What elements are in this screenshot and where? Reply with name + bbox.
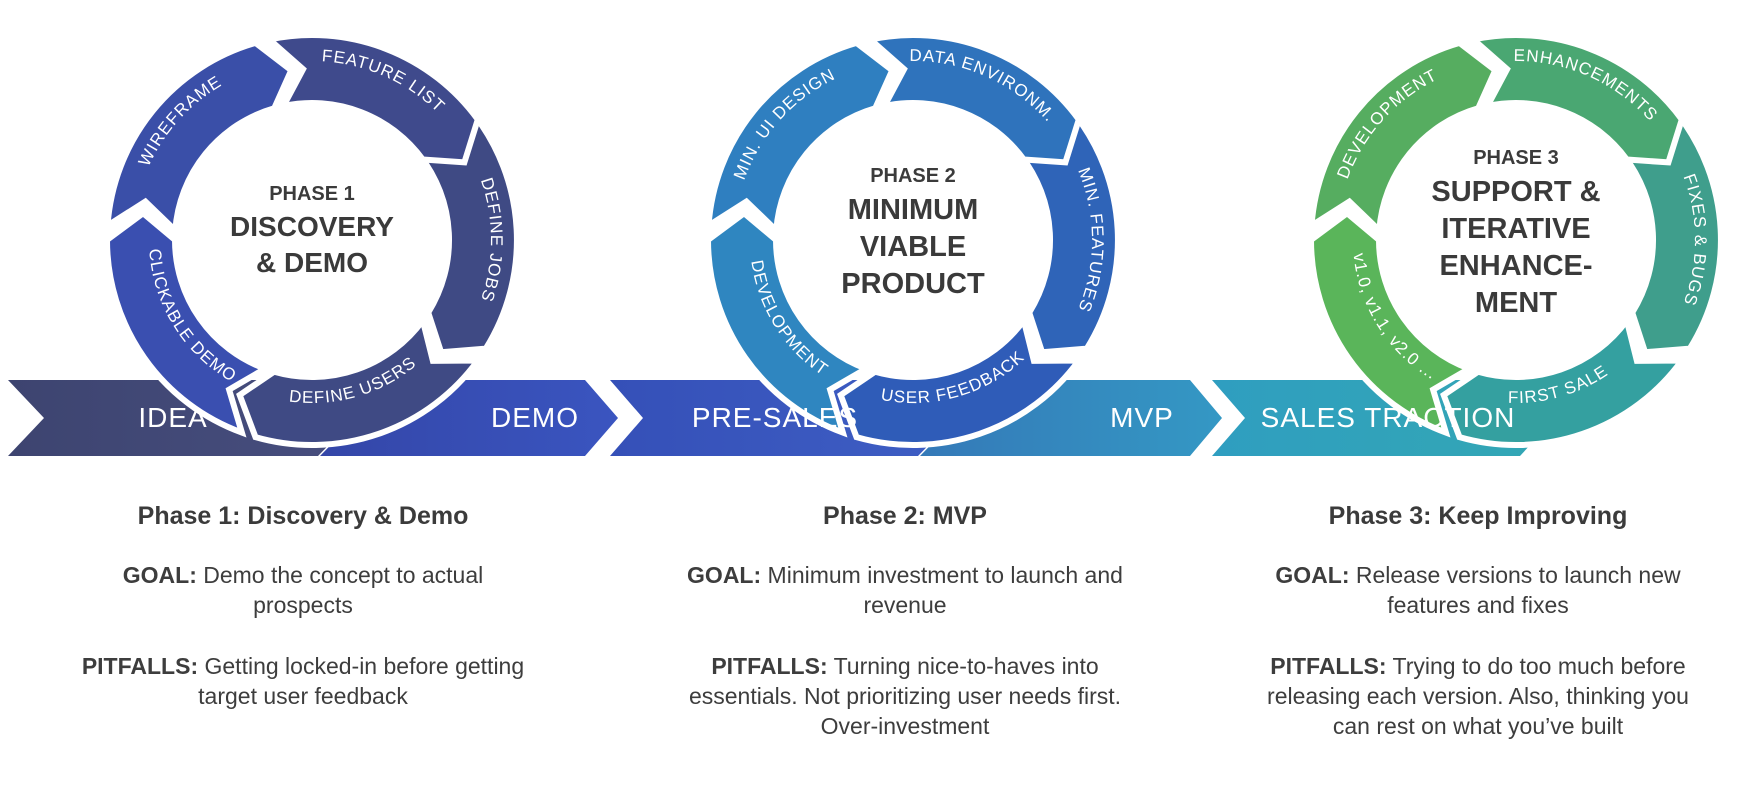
timeline-label-demo: DEMO — [491, 402, 579, 433]
phase3-segment-2 — [1440, 313, 1688, 449]
phase2-segment-5 — [863, 32, 1083, 166]
phase1-segment-1 — [413, 107, 520, 356]
phase1-segment-3 — [103, 209, 273, 438]
phase1-caption: Phase 1: Discovery & Demo GOAL: Demo the… — [73, 500, 533, 742]
phase2-caption-title: Phase 2: MVP — [823, 502, 987, 530]
phase1-segment-5 — [262, 32, 482, 166]
phase2-title-line-2: VIABLE — [860, 231, 966, 263]
phase3-title-line-2: ITERATIVE — [1441, 213, 1590, 245]
phase2-segment-3 — [704, 209, 874, 438]
phase3-pitfalls: PITFALLS: Trying to do too much before r… — [1248, 651, 1708, 741]
phase1-title-line-2: & DEMO — [256, 247, 368, 278]
phase1-segment-2 — [236, 313, 484, 449]
phase3-goal: GOAL: Release versions to launch new fea… — [1248, 560, 1708, 620]
phase3-title-line-4: MENT — [1475, 287, 1557, 319]
phase3-goal-text: Release versions to launch new features … — [1349, 562, 1681, 618]
phase3-goal-label: GOAL: — [1275, 562, 1350, 588]
phase2-segment-2 — [837, 313, 1085, 449]
phase2-pitfalls-text: Turning nice-to-haves into essentials. N… — [688, 653, 1122, 739]
phase3-title-line-1: SUPPORT & — [1431, 176, 1600, 208]
phase1-goal-text: Demo the concept to actual prospects — [196, 562, 484, 618]
phase3-segment-5 — [1466, 32, 1686, 166]
phase1-center — [179, 107, 445, 373]
phase2-title-line-3: PRODUCT — [841, 268, 985, 300]
phase3-segment-4 — [1308, 39, 1499, 238]
phase1-caption-title: Phase 1: Discovery & Demo — [137, 502, 469, 530]
phase2-goal-label: GOAL: — [687, 562, 762, 588]
phase2-segment-1 — [1014, 107, 1121, 356]
phase3-pitfalls-text: Trying to do too much before releasing e… — [1267, 653, 1689, 739]
phase1-pitfalls-text: Getting locked-in before getting target … — [198, 653, 525, 709]
phase3-caption: Phase 3: Keep Improving GOAL: Release ve… — [1248, 500, 1708, 772]
phase3-center — [1383, 107, 1649, 373]
phase3-label: PHASE 3 — [1473, 147, 1559, 169]
phase1-goal-label: GOAL: — [122, 562, 197, 588]
timeline-label-mvp: MVP — [1110, 402, 1174, 433]
phase2-goal: GOAL: Minimum investment to launch and r… — [675, 560, 1135, 620]
phase2-title-line-1: MINIMUM — [848, 194, 978, 226]
phase1-title-line-1: DISCOVERY — [230, 211, 394, 242]
timeline-label-presales: PRE-SALES — [692, 402, 858, 433]
phase2-pitfalls: PITFALLS: Turning nice-to-haves into ess… — [675, 651, 1135, 741]
phase3-pitfalls-label: PITFALLS: — [1270, 653, 1387, 679]
phase1-goal: GOAL: Demo the concept to actual prospec… — [73, 560, 533, 620]
phase2-caption: Phase 2: MVP GOAL: Minimum investment to… — [675, 500, 1135, 772]
phase2-center — [780, 107, 1046, 373]
timeline-label-sales-traction: SALES TRACTION — [1261, 402, 1516, 433]
phase1-label: PHASE 1 — [269, 183, 355, 205]
phase3-segment-1 — [1617, 107, 1724, 356]
phase1-pitfalls-label: PITFALLS: — [81, 653, 199, 679]
phase2-label: PHASE 2 — [870, 165, 956, 187]
timeline-labels: IDEA DEMO PRE-SALES MVP SALES TRACTION — [138, 402, 1516, 433]
phase2-pitfalls-label: PITFALLS: — [711, 653, 828, 679]
phase3-caption-title: Phase 3: Keep Improving — [1328, 502, 1628, 530]
phase3-title-line-3: ENHANCE- — [1439, 250, 1592, 282]
timeline-label-idea: IDEA — [138, 402, 207, 433]
phase2-segment-4 — [705, 39, 896, 238]
phase2-goal-text: Minimum investment to launch and revenue — [761, 562, 1123, 618]
phase3-segment-3 — [1307, 209, 1477, 438]
phase1-segment-4 — [104, 39, 295, 238]
phase1-pitfalls: PITFALLS: Getting locked-in before getti… — [73, 651, 533, 711]
